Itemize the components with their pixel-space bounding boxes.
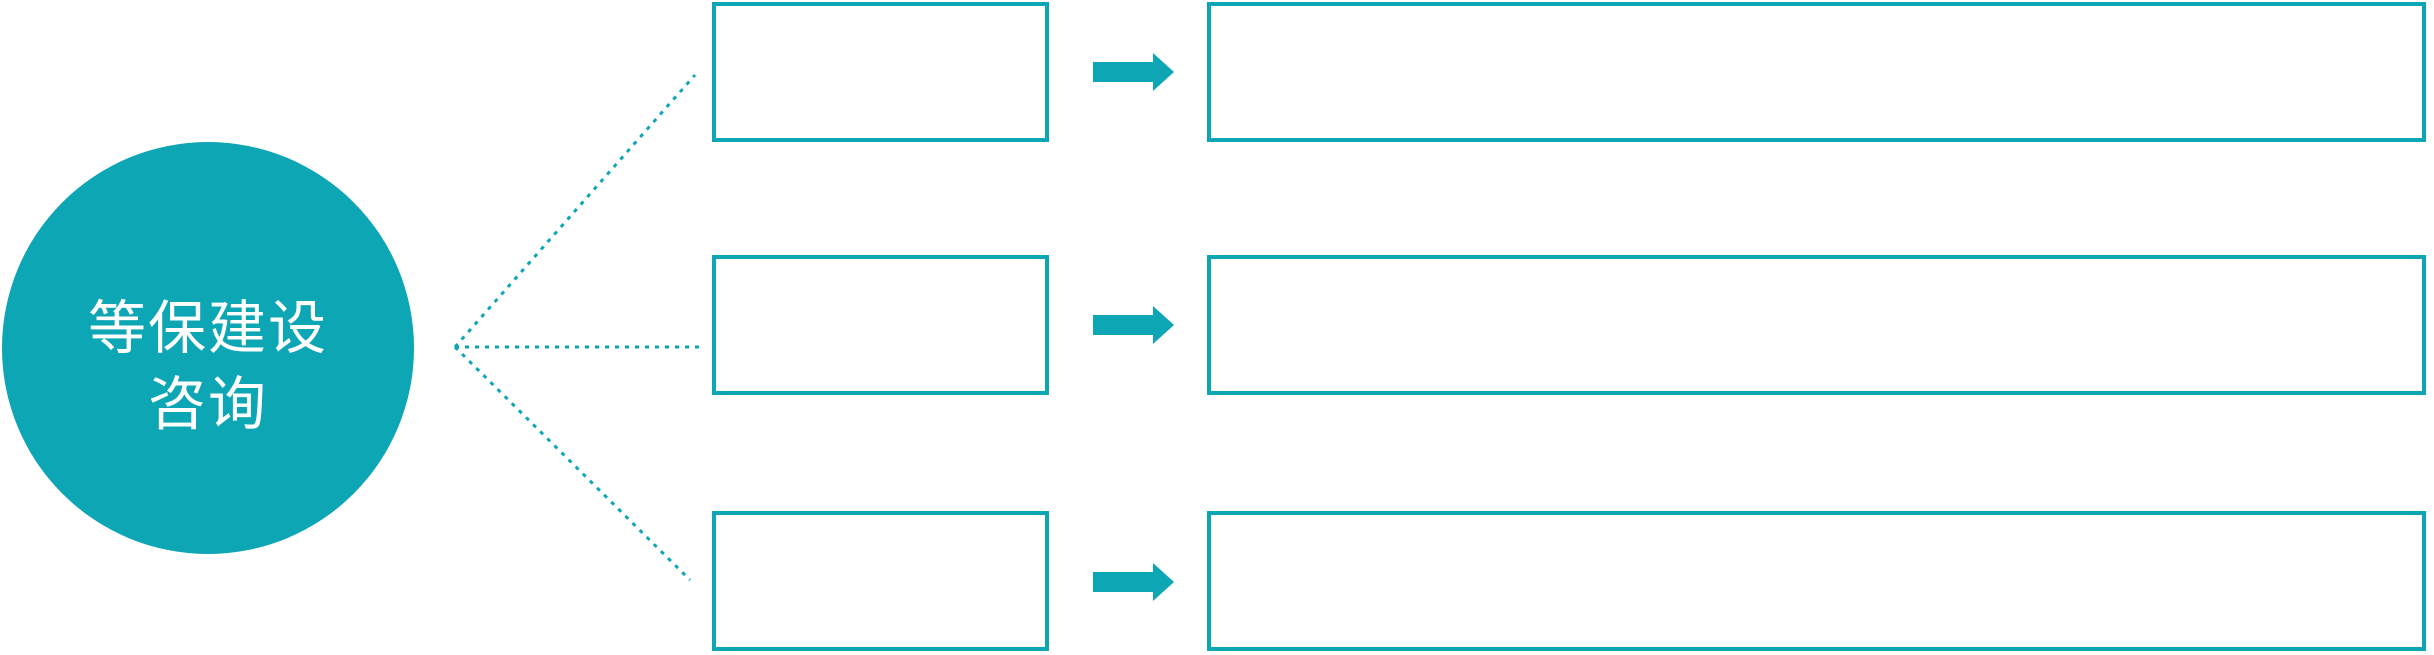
step-box-1 (712, 2, 1049, 142)
dashed-connector-top (453, 74, 697, 348)
connector-lines (453, 74, 700, 582)
detail-box-2 (1207, 255, 2426, 395)
arrow-right-icon-2 (1093, 306, 1174, 344)
step-box-2 (712, 255, 1049, 395)
dashed-connector-bottom (453, 345, 692, 582)
arrow-right-icon-3 (1093, 563, 1174, 601)
step-box-3 (712, 511, 1049, 651)
hub-label: 等保建设 咨询 (2, 291, 414, 443)
detail-box-1 (1207, 2, 2426, 142)
hub-label-line2: 咨询 (147, 372, 268, 437)
hub-circle: 等保建设 咨询 (2, 142, 414, 554)
arrow-right-icon-1 (1093, 53, 1174, 91)
detail-box-3 (1207, 511, 2426, 651)
hub-label-line1: 等保建设 (87, 296, 328, 361)
